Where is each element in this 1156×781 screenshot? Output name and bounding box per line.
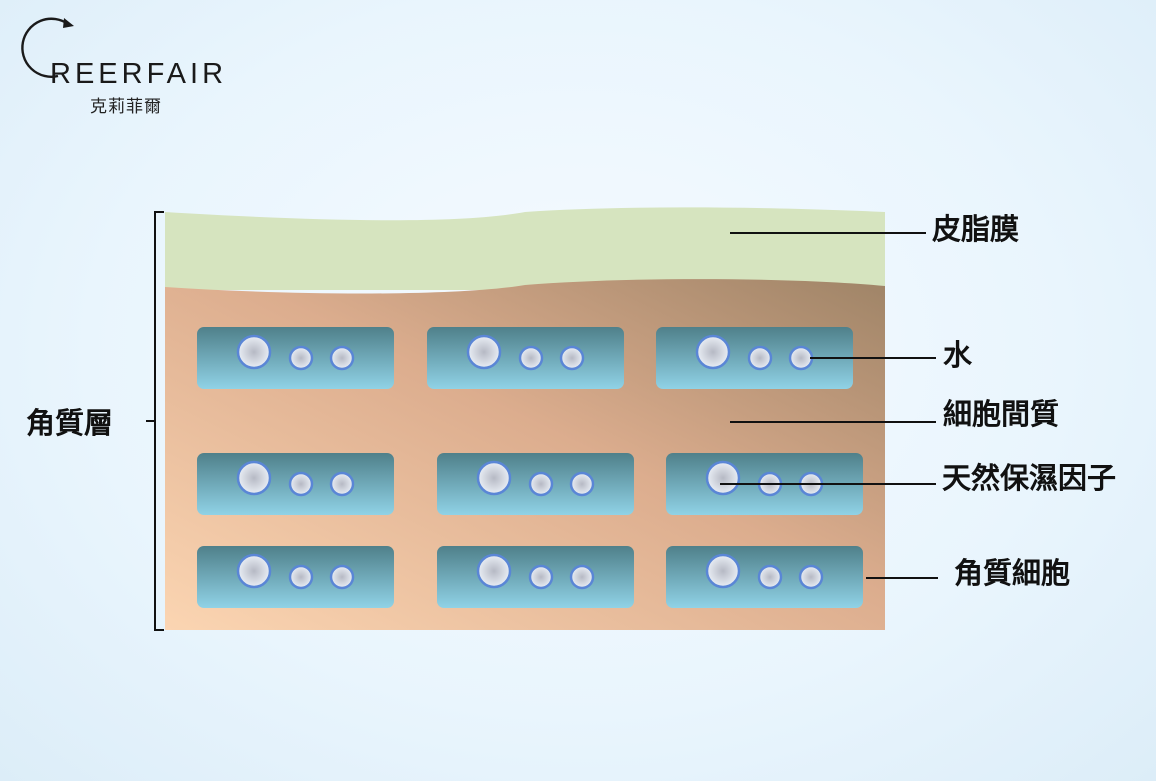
corneocyte-cell <box>666 546 863 608</box>
nmf-bubble <box>476 460 512 496</box>
corneocyte-cell <box>656 327 853 389</box>
nmf-bubble <box>476 553 512 589</box>
water-bubble <box>329 345 355 371</box>
water-bubble <box>528 471 554 497</box>
nmf-bubble <box>236 553 272 589</box>
water-bubble <box>288 471 314 497</box>
stratum-bracket <box>146 211 164 631</box>
water-bubble <box>569 564 595 590</box>
stratum-corneum-label: 角質層 <box>26 406 114 440</box>
corneocyte-cell <box>197 327 394 389</box>
water-label: 水 <box>943 338 973 372</box>
corneocyte-cell <box>437 453 634 515</box>
corneocyte-grid <box>197 327 863 608</box>
brand-logo: REERFAIR 克莉菲爾 <box>18 14 233 117</box>
water-bubble <box>288 564 314 590</box>
water-bubble <box>329 471 355 497</box>
nmf-bubble <box>236 334 272 370</box>
nmf-label: 天然保濕因子 <box>942 461 1117 495</box>
nmf-bubble <box>236 460 272 496</box>
nmf-bubble <box>705 460 741 496</box>
nmf-bubble <box>695 334 731 370</box>
water-bubble <box>569 471 595 497</box>
water-bubble <box>329 564 355 590</box>
nmf-bubble <box>705 553 741 589</box>
corneocyte-label: 角質細胞 <box>954 556 1071 590</box>
water-bubble <box>518 345 544 371</box>
water-bubble <box>747 345 773 371</box>
corneocyte-cell <box>427 327 624 389</box>
intercellular-label: 細胞間質 <box>943 397 1060 431</box>
water-bubble <box>757 564 783 590</box>
corneocyte-cell <box>437 546 634 608</box>
corneocyte-cell <box>197 453 394 515</box>
corneocyte-cell <box>197 546 394 608</box>
water-bubble <box>528 564 554 590</box>
logo-wordmark: REERFAIR <box>50 58 228 90</box>
sebum-layer <box>165 207 885 290</box>
nmf-bubble <box>466 334 502 370</box>
water-bubble <box>788 345 814 371</box>
logo-subtitle: 克莉菲爾 <box>90 97 162 117</box>
water-bubble <box>798 564 824 590</box>
water-bubble <box>288 345 314 371</box>
sebum-label: 皮脂膜 <box>932 212 1020 246</box>
logo-arc-icon <box>21 17 74 78</box>
water-bubble <box>559 345 585 371</box>
